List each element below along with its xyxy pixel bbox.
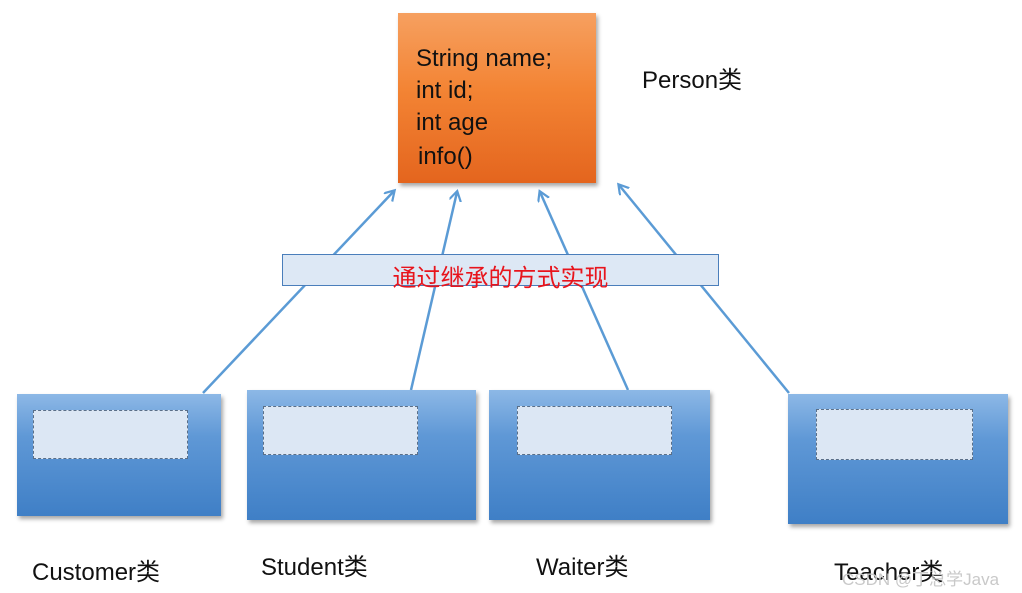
- arrow-student-to-person: [409, 192, 457, 391]
- method-info: info(): [418, 143, 473, 170]
- teacher-placeholder: [816, 409, 973, 460]
- waiter-class-label: Waiter类: [536, 554, 629, 581]
- person-class-label: Person类: [642, 67, 743, 94]
- teacher-class-box: [788, 394, 1008, 524]
- watermark: CSDN @丁总学Java: [842, 570, 1000, 589]
- customer-class-label: Customer类: [32, 559, 161, 586]
- inheritance-label-band: 通过继承的方式实现: [282, 254, 719, 292]
- inheritance-label: 通过继承的方式实现: [392, 264, 609, 292]
- field-age: int age: [416, 109, 489, 136]
- arrow-teacher-to-person: [619, 185, 790, 394]
- student-placeholder: [263, 406, 418, 455]
- field-id: int id;: [416, 77, 474, 104]
- customer-class-box: [17, 394, 221, 516]
- field-name: String name;: [416, 45, 553, 72]
- person-class-box: String name; int id; int age info(): [398, 13, 596, 183]
- waiter-placeholder: [517, 406, 672, 455]
- customer-placeholder: [33, 410, 188, 459]
- arrow-waiter-to-person: [540, 192, 630, 391]
- arrow-customer-to-person: [202, 191, 394, 394]
- waiter-class-box: [489, 390, 710, 520]
- student-class-label: Student类: [261, 554, 368, 581]
- student-class-box: [247, 390, 476, 520]
- teacher-class-label: Teacher类: [834, 559, 944, 586]
